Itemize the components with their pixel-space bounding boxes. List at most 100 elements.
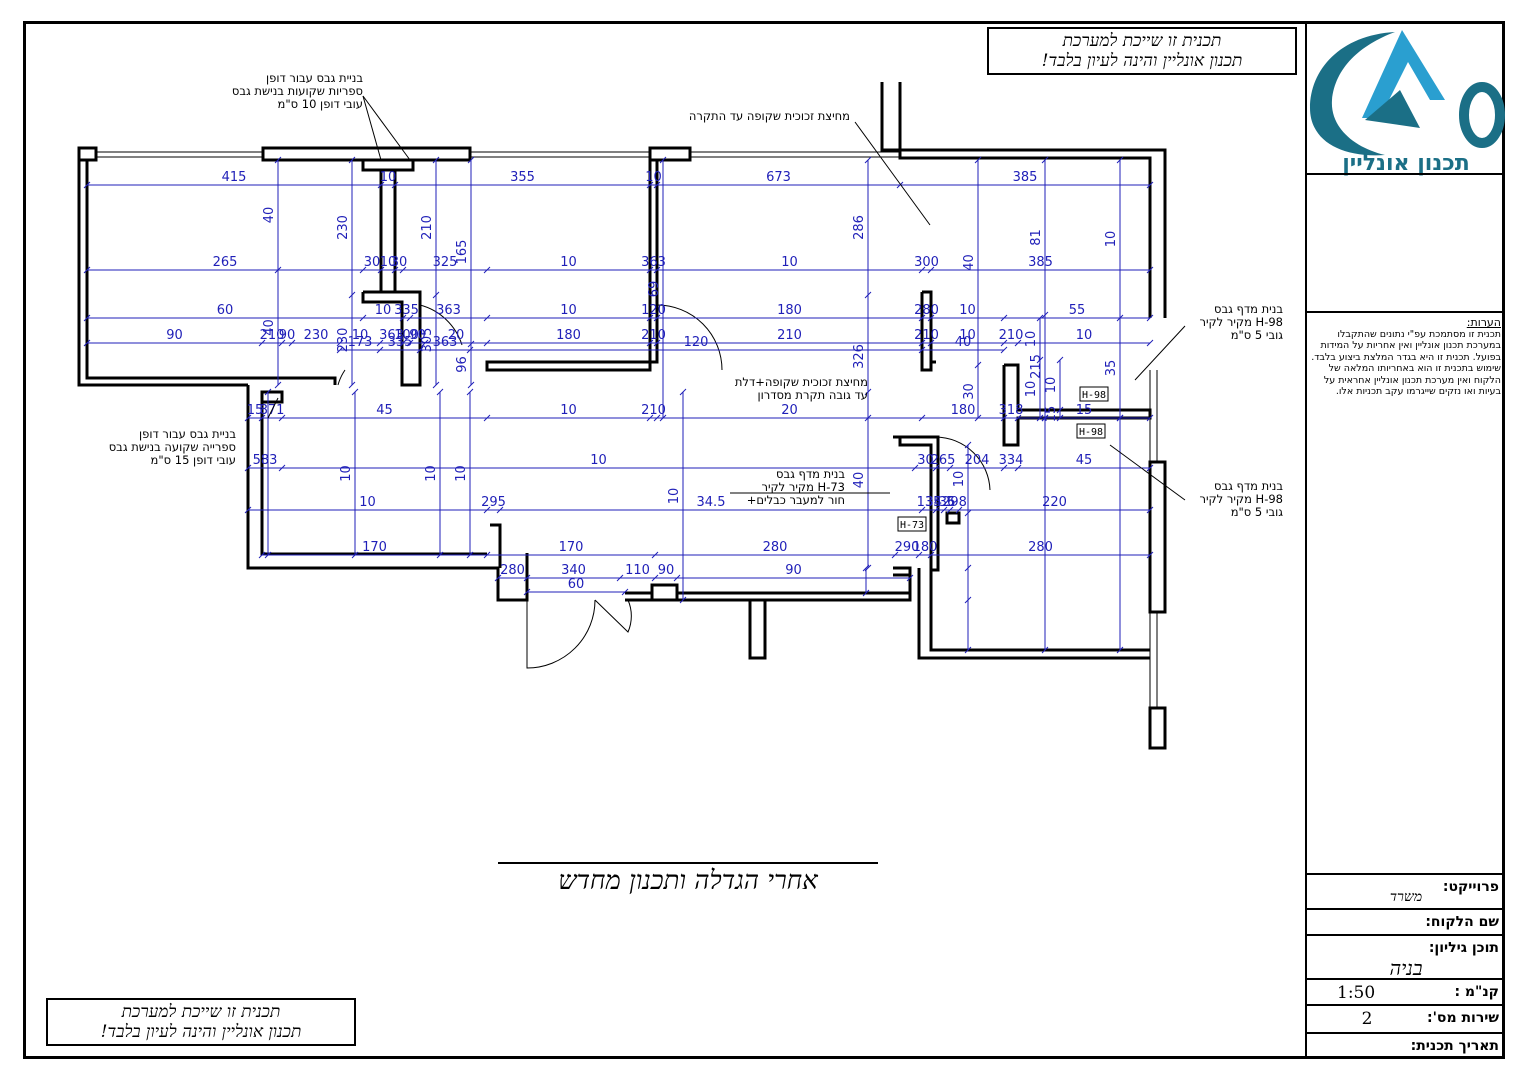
dimension-label: 10: [959, 303, 976, 318]
dimension-label: 170: [362, 540, 387, 555]
dimension-label: 40: [962, 254, 977, 271]
dimension-label: 20: [781, 403, 798, 418]
dimension-label: 45: [1076, 453, 1093, 468]
dimension-label: 30: [962, 383, 977, 400]
dimension-label: 10: [1024, 381, 1039, 398]
dimension-label: 335: [388, 335, 413, 350]
dimension-label: 10: [781, 255, 798, 270]
dimension-label: 10: [1044, 377, 1059, 394]
plan-title: אחרי הגדלה ותכנון מחדש: [498, 862, 878, 896]
annotation-a6: בנית מדף גבס: [776, 467, 845, 481]
drawing-frame: [23, 21, 1505, 1059]
dimension-label: 673: [766, 170, 791, 185]
dimension-label: 10: [560, 255, 577, 270]
dimension-label: 210: [999, 328, 1024, 343]
dimension-label: 355: [510, 170, 535, 185]
dimension-label: 385: [1013, 170, 1038, 185]
project-value: משרד: [1389, 889, 1423, 905]
dimension-label: 90: [409, 328, 426, 343]
dimension-label: 10: [1104, 231, 1119, 248]
dimension-label: 363: [641, 255, 666, 270]
notice-line-2: תכנון אונליין והינה לעיון בלבד!: [100, 1022, 302, 1042]
annotation-a7: מקיר לקיר H-98: [1199, 492, 1283, 506]
dimension-label: 280: [500, 563, 525, 578]
revision-row: שירות מס': 2: [1307, 1004, 1505, 1032]
dimension-label: 69: [647, 281, 662, 298]
dimension-label: 15: [1044, 406, 1059, 423]
logo-text: תכנון אונליין: [1342, 151, 1470, 176]
date-row: תאריך תכנית:: [1307, 1032, 1505, 1057]
dimension-label: 265: [931, 453, 956, 468]
dimension-label: 30: [391, 255, 408, 270]
tag-h98-a: H-98: [1082, 390, 1106, 401]
title-block-logo-rule: [1307, 173, 1505, 333]
dimension-label: 180: [777, 303, 802, 318]
dimension-label: 10: [375, 303, 392, 318]
dimension-label: 326: [852, 344, 867, 369]
annotation-a3: גובי 5 ס"מ: [1231, 328, 1284, 342]
annotation-a1: ספריות שקועות בנישת גבס: [232, 84, 363, 98]
client-label: שם הלקוח:: [1425, 914, 1499, 930]
dimension-label: 10: [959, 328, 976, 343]
dimension-label: 45: [376, 403, 393, 418]
dimension-label: 60: [217, 303, 234, 318]
dimension-label: 10: [454, 465, 469, 482]
dimension-label: 35: [1104, 360, 1119, 377]
dimension-label: 90: [279, 328, 296, 343]
dimension-label: 280: [914, 303, 939, 318]
dimension-label: 210: [641, 403, 666, 418]
dimension-label: 295: [481, 495, 506, 510]
dimension-label: 305: [420, 328, 435, 353]
dimension-label: 180: [913, 540, 938, 555]
dimension-label: 325: [433, 255, 458, 270]
dimension-label: 110: [625, 563, 650, 578]
dimension-label: 120: [684, 335, 709, 350]
dimension-label: 280: [1028, 540, 1053, 555]
revision-label: שירות מס':: [1427, 1010, 1499, 1026]
notes-body: תכנית זו מסתמכת עפ"י נתונים שהתקבלו במער…: [1311, 328, 1501, 398]
door-swings: [337, 304, 991, 669]
dimension-label: 210: [420, 215, 435, 240]
dimension-label: 220: [1042, 495, 1067, 510]
dimension-label: 334: [999, 453, 1024, 468]
notes-title: הערות:: [1466, 316, 1501, 329]
dimension-label: 10: [952, 471, 967, 488]
annotation-a1: בניית גבס עבור דופן: [266, 71, 363, 85]
scale-row: קנ"מ : 1:50: [1307, 978, 1505, 1004]
dimension-label: 10: [590, 453, 607, 468]
dimension-label: 340: [561, 563, 586, 578]
dimension-label: 230: [304, 328, 329, 343]
scale-value: 1:50: [1337, 983, 1376, 1003]
project-row: פרוייקט: משרד: [1307, 873, 1505, 908]
dimension-label: 204: [965, 453, 990, 468]
dimension-label: 10: [359, 495, 376, 510]
dimension-label: 60: [568, 577, 585, 592]
dimension-label: 90: [785, 563, 802, 578]
annotation-a3: מקיר לקיר H-98: [1199, 315, 1283, 329]
dimension-label: 10: [1076, 328, 1093, 343]
dimension-label: 81: [1029, 229, 1044, 246]
dimension-label: 180: [556, 328, 581, 343]
dimension-label: 415: [222, 170, 247, 185]
dimension-label: 300: [914, 255, 939, 270]
notes-section: הערות: תכנית זו מסתמכת עפ"י נתונים שהתקב…: [1307, 311, 1505, 891]
annotation-a5: עד גובה תקרת מסדרון: [757, 388, 868, 402]
revision-value: 2: [1361, 1009, 1373, 1029]
dimension-label: 298: [942, 495, 967, 510]
tag-h98-b: H-98: [1079, 427, 1103, 438]
content-value: בניה: [1389, 956, 1423, 980]
annotation-a7: בנית מדף גבס: [1214, 479, 1283, 493]
leader-lines: [267, 95, 1186, 501]
project-label: פרוייקט:: [1442, 879, 1499, 895]
date-label: תאריך תכנית:: [1410, 1038, 1499, 1054]
dimension-label: 165: [455, 240, 470, 265]
notes: הערות: תכנית זו מסתמכת עפ"י נתונים שהתקב…: [1309, 317, 1501, 398]
dimension-label: 55: [1069, 303, 1086, 318]
client-row: שם הלקוח:: [1307, 908, 1505, 934]
notice-line-1: תכנית זו שייכת למערכת: [121, 1002, 281, 1022]
dimension-label: 30: [364, 255, 381, 270]
dimension-label: 10: [667, 488, 682, 505]
dimension-label: 363: [436, 303, 461, 318]
dimension-label: 210: [777, 328, 802, 343]
